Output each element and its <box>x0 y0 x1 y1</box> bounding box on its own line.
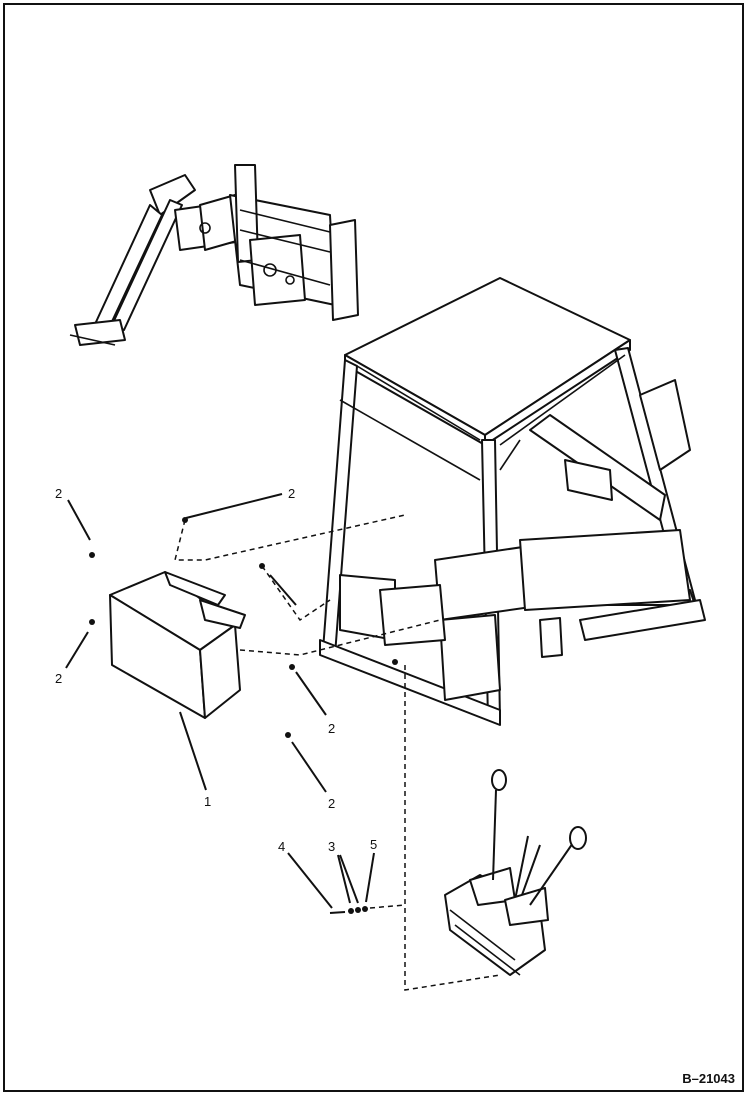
callout-labels: 2 2 2 2 2 1 2 4 3 5 <box>55 486 377 854</box>
hardware <box>89 517 368 914</box>
drawing-frame <box>3 3 744 1092</box>
assembly-lines <box>174 514 501 991</box>
callout-c6: 1 <box>204 794 211 809</box>
canopy-frame <box>319 277 706 726</box>
drawing-reference-number: B–21043 <box>682 1071 735 1086</box>
callout-c2: 2 <box>288 486 295 501</box>
callout-c8: 4 <box>278 839 285 854</box>
callout-c9: 3 <box>328 839 335 854</box>
backhoe-attachment <box>69 164 359 346</box>
callout-c4: 2 <box>328 721 335 736</box>
cover-panel <box>109 571 246 719</box>
callout-c7: 2 <box>290 596 297 611</box>
leader-lines <box>65 493 375 909</box>
control-valve <box>444 769 587 976</box>
callout-c1: 2 <box>55 486 62 501</box>
callout-c5: 2 <box>328 796 335 811</box>
callout-c10: 5 <box>370 837 377 852</box>
callout-c3: 2 <box>55 671 62 686</box>
